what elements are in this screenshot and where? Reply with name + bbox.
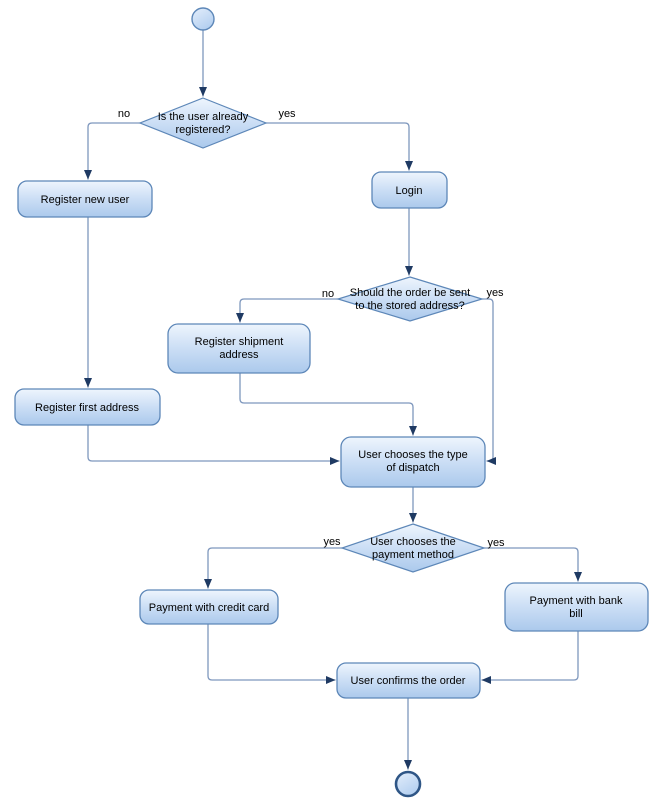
payment-bank-bill-label-line1: Payment with bank [530,595,623,607]
decision-stored-label-line1: Should the order be sent [350,287,470,299]
payment-bank-bill-label-line2: bill [569,608,582,620]
edge-payment-yes-to-bank-bill [483,547,582,582]
action-register-first-address: Register first address [14,388,161,426]
start-node [191,7,215,31]
edge-credit-card-to-confirm-order [207,623,336,684]
login-label: Login [396,185,423,197]
edge-label-stored-no: no [322,288,334,300]
edge-registered-no-to-register-new-user [84,122,141,180]
confirm-order-label: User confirms the order [351,675,466,687]
edge-label-registered-yes: yes [278,108,296,120]
action-choose-dispatch: User chooses the type of dispatch [340,436,486,488]
action-login: Login [371,171,448,209]
decision-stored-label-line2: to the stored address? [355,300,464,312]
decision-payment-method: User chooses the payment method [340,523,486,573]
edge-label-payment-right-yes: yes [487,537,505,549]
register-first-address-label: Register first address [35,402,139,414]
edge-label-registered-no: no [118,108,130,120]
register-new-user-label: Register new user [41,194,130,206]
edge-register-shipment-to-choose-dispatch [239,372,417,436]
decision-registered-label-line2: registered? [175,124,230,136]
decision-payment-label-line1: User chooses the [370,536,456,548]
decision-registered: Is the user already registered? [138,97,268,149]
choose-dispatch-label-line2: of dispatch [386,462,439,474]
register-shipment-label-line1: Register shipment [195,336,284,348]
decision-payment-label-line2: payment method [372,549,454,561]
edge-label-payment-left-yes: yes [323,536,341,548]
edge-label-stored-yes: yes [486,287,504,299]
action-payment-credit-card: Payment with credit card [139,589,279,625]
decision-registered-label-line1: Is the user already [158,111,249,123]
action-confirm-order: User confirms the order [336,662,481,699]
register-shipment-label-line2: address [219,349,259,361]
edge-registered-yes-to-login [265,122,413,171]
payment-credit-card-label: Payment with credit card [149,602,269,614]
end-node [394,770,422,798]
edge-register-first-address-to-choose-dispatch [87,424,340,465]
edge-payment-yes-to-credit-card [204,547,343,589]
decision-stored-address: Should the order be sent to the stored a… [335,276,485,322]
action-register-shipment-address: Register shipment address [167,323,311,374]
edge-bank-bill-to-confirm-order [481,630,579,684]
edge-stored-yes-to-choose-dispatch [481,298,496,465]
action-payment-bank-bill: Payment with bank bill [504,582,649,632]
choose-dispatch-label-line1: User chooses the type [358,449,467,461]
edge-stored-no-to-register-shipment [236,298,339,323]
action-register-new-user: Register new user [17,180,153,218]
